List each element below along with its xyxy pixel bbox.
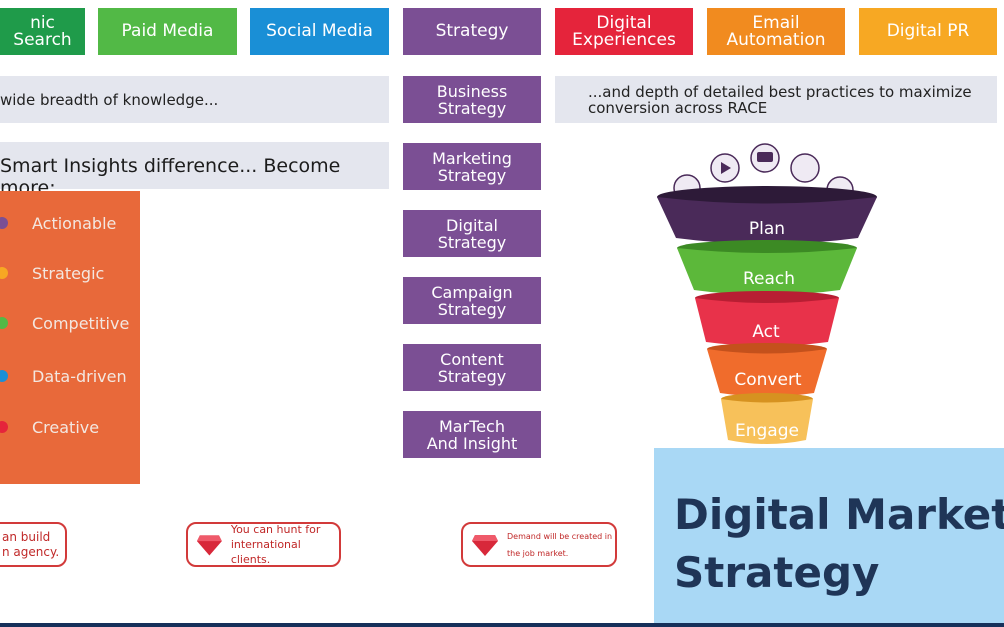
quality-strategic: Strategic (0, 258, 104, 288)
badge-agency: an build n agency. (0, 522, 67, 567)
campaign-strategy-item[interactable]: Campaign Strategy (403, 277, 541, 324)
quality-label: Competitive (32, 313, 130, 333)
quality-label: Data-driven (32, 366, 127, 386)
quality-data-driven: Data-driven (0, 361, 127, 391)
reach-layer (677, 248, 857, 295)
depth-text: ...and depth of detailed best practices … (588, 83, 972, 117)
title-line-2: Strategy (674, 548, 880, 597)
business-strategy-item[interactable]: Business Strategy (403, 76, 541, 123)
depth-bar: ...and depth of detailed best practices … (555, 76, 997, 123)
competitive-icon (0, 317, 8, 329)
play-glyph (721, 162, 731, 174)
chat-glyph (757, 152, 773, 162)
strategic-icon (0, 267, 8, 279)
ruby-icon (196, 534, 222, 556)
actionable-icon (0, 217, 8, 229)
tab-strategy[interactable]: Strategy (403, 8, 541, 55)
engage-label: Engage (735, 421, 799, 441)
title-overlay: Digital Marketi Strategy (654, 448, 1004, 624)
content-strategy-item[interactable]: Content Strategy (403, 344, 541, 391)
badge-demand: Demand will be created in the job market… (461, 522, 617, 567)
convert-layer (707, 349, 827, 397)
plan-layer (657, 197, 877, 244)
difference-bar: Smart Insights difference... Become more… (0, 142, 389, 199)
data-driven-icon (0, 370, 8, 382)
breadth-text: wide breadth of knowledge... (0, 91, 219, 109)
breadth-bar: wide breadth of knowledge... (0, 76, 389, 123)
quality-label: Strategic (32, 263, 105, 283)
act-layer (695, 298, 839, 346)
tab-email-automation[interactable]: Email Automation (707, 8, 845, 55)
convert-label: Convert (734, 370, 802, 390)
badge-clients: You can hunt for international clients. (186, 522, 341, 567)
badge-clients-text: You can hunt for international clients. (230, 523, 321, 566)
title-line-1: Digital Marketi (674, 490, 1004, 539)
act-label: Act (752, 322, 780, 342)
qualities-panel: Actionable Strategic Competitive Data-dr… (0, 191, 140, 484)
ruby-icon (472, 534, 498, 556)
martech-insight-item[interactable]: MarTech And Insight (403, 411, 541, 458)
digital-strategy-item[interactable]: Digital Strategy (403, 210, 541, 257)
act-rim (695, 291, 839, 305)
tab-organic-search[interactable]: nic Search (0, 8, 85, 55)
tab-digital-pr[interactable]: Digital PR (859, 8, 997, 55)
tab-social-media[interactable]: Social Media (250, 8, 389, 55)
quality-competitive: Competitive (0, 308, 129, 338)
quality-label: Creative (32, 417, 100, 437)
race-funnel: Plan Reach Act Convert Engage (657, 143, 877, 444)
bottom-divider (0, 623, 1004, 627)
badge-agency-text: an build n agency. (2, 529, 60, 559)
tab-paid-media[interactable]: Paid Media (98, 8, 237, 55)
badge-demand-text: Demand will be created in the job market… (507, 531, 613, 558)
megaphone-icon (790, 153, 820, 183)
quality-label: Actionable (32, 213, 117, 233)
reach-label: Reach (743, 269, 795, 289)
convert-rim (707, 343, 827, 355)
tab-digital-experiences[interactable]: Digital Experiences (555, 8, 693, 55)
plan-label: Plan (749, 219, 785, 239)
creative-icon (0, 421, 8, 433)
quality-creative: Creative (0, 412, 99, 442)
engage-layer (721, 399, 813, 444)
marketing-strategy-item[interactable]: Marketing Strategy (403, 143, 541, 190)
quality-actionable: Actionable (0, 208, 116, 238)
